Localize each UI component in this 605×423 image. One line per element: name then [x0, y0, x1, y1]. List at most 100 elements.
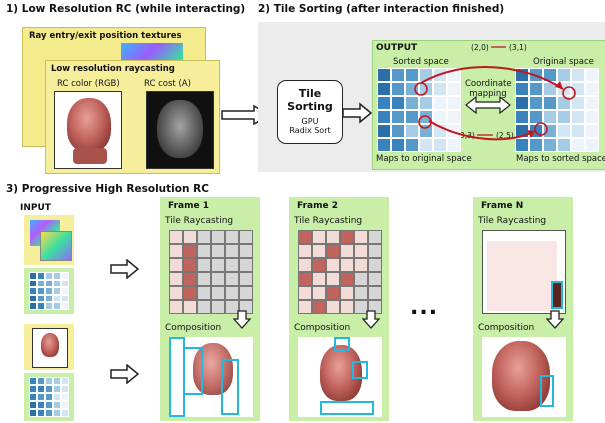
grid-tile	[377, 138, 391, 152]
grid-tile	[53, 409, 61, 417]
grid-tile	[377, 68, 391, 82]
grid-tile	[585, 82, 599, 96]
tile-highlight	[221, 359, 239, 415]
grid-tile	[419, 96, 433, 110]
input-rc-color	[32, 328, 68, 368]
grid-tile	[405, 124, 419, 138]
grid-tile	[298, 300, 312, 314]
original-space-label: Original space	[533, 57, 594, 67]
frame-1-composition	[169, 337, 253, 417]
grid-tile	[340, 230, 354, 244]
grid-tile	[169, 258, 183, 272]
output-panel: OUTPUT Sorted space Original space (2,0)…	[372, 40, 605, 170]
cost-head-render	[157, 100, 203, 158]
grid-tile	[571, 68, 585, 82]
frame-1-title: Frame 1	[168, 201, 209, 211]
grid-tile	[312, 272, 326, 286]
grid-tile	[377, 124, 391, 138]
grid-tile	[29, 385, 37, 393]
grid-tile	[29, 377, 37, 385]
grid-tile	[354, 230, 368, 244]
grid-tile	[197, 230, 211, 244]
grid-tile	[45, 385, 53, 393]
grid-tile	[585, 96, 599, 110]
grid-tile	[45, 279, 53, 288]
frame-2-panel: Frame 2 Tile Raycasting Composition	[289, 197, 389, 421]
head-render	[193, 343, 233, 395]
coordinate-mapping-label: Coordinate mapping	[465, 79, 512, 99]
grid-tile	[53, 377, 61, 385]
grid-tile	[61, 302, 69, 310]
grid-tile	[45, 377, 53, 385]
grid-tile	[377, 110, 391, 124]
grid-tile	[61, 409, 69, 417]
grid-tile	[61, 294, 69, 303]
frame-1-tile-label: Tile Raycasting	[165, 216, 234, 226]
double-arrow-icon	[465, 95, 511, 115]
tile-circle	[534, 122, 548, 136]
grid-tile	[197, 300, 211, 314]
grid-tile	[53, 272, 61, 280]
grid-tile	[368, 286, 382, 300]
radix-sort-label: Radix Sort	[289, 126, 331, 135]
grid-tile	[557, 124, 571, 138]
grid-tile	[340, 300, 354, 314]
tile-highlight	[551, 281, 563, 309]
section1-title: 1) Low Resolution RC (while interacting)	[6, 3, 246, 15]
grid-tile	[197, 244, 211, 258]
grid-tile	[183, 258, 197, 272]
original-space-grid	[515, 68, 599, 152]
grid-tile	[61, 272, 69, 280]
grid-tile	[61, 279, 69, 288]
grid-tile	[405, 110, 419, 124]
grid-tile	[298, 272, 312, 286]
section2-title: 2) Tile Sorting (after interaction finis…	[258, 3, 505, 15]
ellipsis: ...	[410, 295, 439, 320]
grid-tile	[29, 302, 37, 310]
grid-tile	[53, 401, 61, 409]
grid-tile	[585, 124, 599, 138]
grid-tile	[312, 244, 326, 258]
grid-tile	[211, 230, 225, 244]
input-cost-grid	[29, 377, 69, 417]
grid-tile	[368, 244, 382, 258]
frame-2-comp-label: Composition	[294, 323, 351, 333]
grid-tile	[354, 244, 368, 258]
grid-tile	[239, 230, 253, 244]
mapping-1-to: (3,1)	[509, 43, 527, 52]
grid-tile	[45, 393, 53, 401]
grid-tile	[326, 244, 340, 258]
input-sorted-grid-panel	[24, 268, 74, 314]
grid-tile	[447, 138, 461, 152]
head-render	[67, 98, 111, 152]
grid-tile	[419, 82, 433, 96]
grid-tile	[433, 138, 447, 152]
grid-tile	[377, 82, 391, 96]
grid-tile	[298, 258, 312, 272]
grid-tile	[543, 110, 557, 124]
grid-tile	[433, 82, 447, 96]
grid-tile	[340, 272, 354, 286]
output-label: OUTPUT	[376, 43, 418, 53]
tile-sorting-box: Tile Sorting GPU Radix Sort	[277, 80, 343, 144]
mapping-arrows	[414, 46, 576, 141]
maps-sorted-label: Maps to sorted space	[516, 154, 605, 164]
coord-label-line1: Coordinate	[465, 79, 512, 89]
tile-sorting-title: Tile Sorting	[287, 87, 333, 113]
grid-tile	[312, 258, 326, 272]
grid-tile	[211, 258, 225, 272]
grid-tile	[340, 286, 354, 300]
neck-render	[73, 148, 107, 164]
grid-tile	[53, 294, 61, 303]
grid-tile	[37, 385, 45, 393]
frame-n-title: Frame N	[481, 201, 524, 211]
grid-tile	[326, 230, 340, 244]
map-curve-arrow	[420, 66, 564, 90]
tile-circle	[562, 86, 576, 100]
grid-tile	[61, 287, 69, 295]
gpu-label: GPU	[301, 117, 319, 126]
grid-tile	[354, 272, 368, 286]
grid-tile	[37, 409, 45, 417]
grid-tile	[45, 409, 53, 417]
grid-tile	[433, 110, 447, 124]
